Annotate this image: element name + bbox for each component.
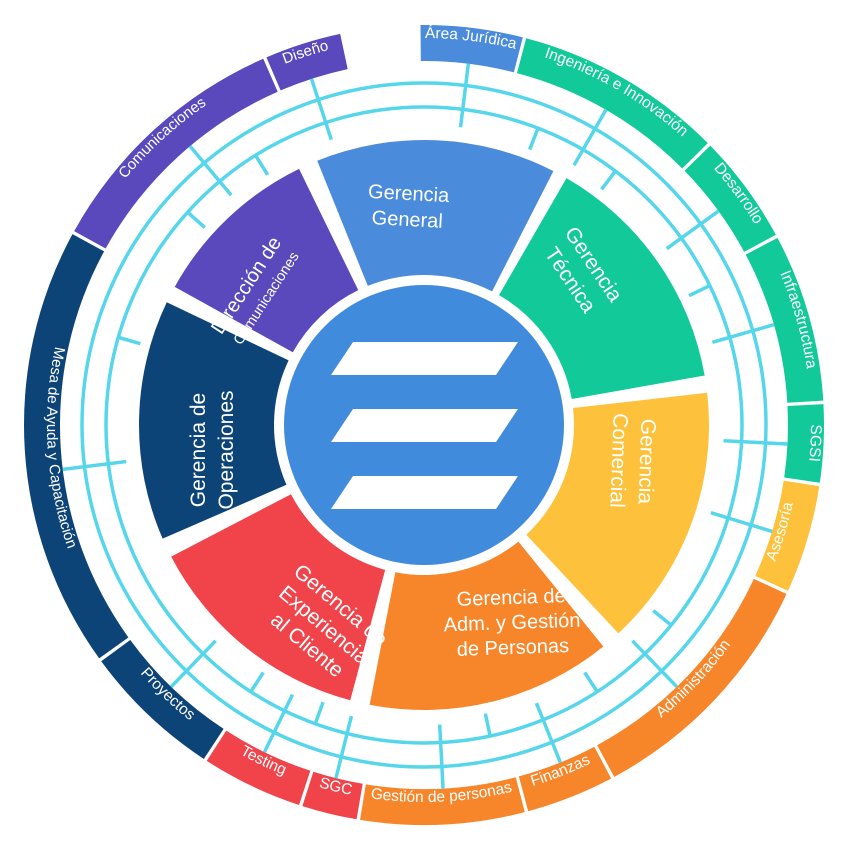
- connector-spoke: [169, 639, 217, 689]
- connector-spoke: [652, 609, 673, 627]
- connector-spoke: [534, 702, 562, 764]
- connector-spoke: [62, 459, 127, 472]
- connector-spoke: [334, 715, 354, 779]
- inner-segment-label: GerenciaGeneral: [366, 181, 450, 233]
- inner-segment-gerencia-experiencia: Gerencia deExperienciaal Cliente: [171, 494, 392, 701]
- outer-segment-shape: [755, 480, 820, 591]
- connector-lines: [62, 63, 788, 789]
- inner-segment-shape: [499, 178, 705, 399]
- outer-segment-shape: [266, 33, 348, 91]
- logo-bar-middle: [331, 409, 518, 442]
- inner-segment-direccion-comunicaciones: Dirección deComunicaciones: [174, 168, 359, 353]
- inner-segment-shape: [139, 302, 289, 539]
- logo-bar-bottom: [331, 476, 518, 509]
- connector-spoke: [711, 322, 775, 344]
- inner-segment-shape: [174, 168, 359, 353]
- outer-segment-area-juridica: Área Jurídica: [420, 25, 523, 73]
- connector-spoke: [188, 145, 233, 197]
- connector-spoke: [600, 169, 617, 191]
- connector-spoke: [313, 701, 325, 725]
- outer-segment-ingenieria-innovacion: Ingeniería e Innovación: [516, 38, 708, 169]
- outer-segment-sgsi: SGSI: [784, 404, 824, 483]
- inner-segment-gerencia-adm: Gerencia deAdm. y Gestiónde Personas: [369, 541, 604, 710]
- inner-segment-shape: [171, 494, 386, 701]
- outer-segment-shape: [516, 38, 708, 169]
- connector-spoke: [631, 639, 679, 689]
- inner-segment-shape: [526, 392, 709, 634]
- connector-spoke: [665, 209, 720, 251]
- outer-segment-shape: [518, 746, 612, 812]
- inner-segment-label: GerenciaComercial: [605, 413, 659, 509]
- outer-segment-shape: [302, 771, 363, 820]
- outer-segment-shape: [420, 25, 523, 73]
- inner-segment-label-line: Operaciones: [215, 390, 238, 509]
- outer-segment-sgc: SGC: [302, 771, 363, 820]
- outer-segment-label-text: Ingeniería e Innovación: [543, 45, 692, 140]
- outer-segment-desarrollo: Desarrollo: [684, 145, 776, 252]
- connector-spoke: [262, 693, 295, 753]
- inner-segment-label-line: Comercial: [605, 413, 631, 508]
- inner-segment-label: Gerencia deAdm. y Gestiónde Personas: [442, 585, 581, 662]
- outer-segment-label-text: SGSI: [805, 424, 824, 462]
- inner-segment-label-line: Gerencia de: [456, 585, 566, 611]
- inner-segment-label-line: Gerencia: [634, 418, 660, 504]
- connector-spoke: [723, 438, 788, 446]
- connector-spoke: [710, 511, 773, 534]
- inner-segment-shape: [317, 140, 554, 292]
- center-logo: [284, 285, 564, 565]
- outer-segment-shape: [597, 578, 787, 777]
- inner-segment-gerencia-comercial: GerenciaComercial: [526, 392, 709, 634]
- inner-segment-gerencia-tecnica: GerenciaTécnica: [499, 178, 705, 399]
- outer-segment-shape: [684, 145, 776, 252]
- inner-segment-label-line: Adm. y Gestión: [443, 610, 580, 637]
- outer-segment-shape: [23, 234, 129, 659]
- outer-segment-shape: [74, 58, 278, 249]
- connector-spoke: [572, 108, 608, 167]
- outer-segment-finanzas: Finanzas: [518, 746, 612, 812]
- connector-spoke: [483, 713, 492, 737]
- connector-spoke: [458, 63, 471, 128]
- outer-segment-label: SGSI: [805, 424, 824, 462]
- logo-bar-top: [331, 342, 518, 375]
- inner-segment-label-line: de Personas: [456, 635, 569, 661]
- inner-segment-shape: [369, 541, 604, 710]
- outer-segment-mesa-ayuda: Mesa de Ayuda y Capacitación: [23, 234, 129, 659]
- outer-segment-asesoria: Asesoría: [755, 480, 820, 591]
- outer-segment-shape: [101, 639, 224, 759]
- outer-segment-shape: [784, 404, 824, 483]
- connector-ring-outer: [80, 81, 768, 769]
- connector-spoke: [186, 210, 206, 229]
- connector-spoke: [309, 78, 333, 141]
- outer-segment-shape: [206, 730, 311, 805]
- connector-spoke: [117, 335, 141, 346]
- inner-ring: GerenciaGeneralGerenciaTécnicaGerenciaCo…: [139, 140, 709, 710]
- outer-segment-diseno: Diseño: [266, 33, 348, 91]
- connector-spoke: [437, 724, 445, 789]
- outer-ring: Área Jurídica Ingeniería e InnovaciónDesa…: [23, 25, 824, 825]
- stacked-parallelograms-logo: [331, 342, 518, 509]
- outer-segment-shape: [360, 777, 525, 825]
- connector-spoke: [254, 154, 270, 176]
- outer-segment-infraestructura: Infraestructura: [745, 237, 824, 403]
- inner-segment-label-line: Gerencia de: [187, 393, 210, 507]
- inner-segment-label-line: General: [371, 207, 443, 233]
- connector-spoke: [583, 671, 599, 693]
- connector-spoke: [688, 284, 711, 298]
- connector-spoke: [528, 127, 540, 151]
- inner-segment-label-line: Gerencia: [368, 181, 451, 207]
- connector-spoke: [249, 671, 265, 693]
- outer-segment-label: Ingeniería e Innovación: [543, 45, 692, 140]
- outer-segment-shape: [745, 237, 824, 403]
- connector-ring-inner: [104, 105, 744, 745]
- inner-segment-gerencia-general: GerenciaGeneral: [317, 140, 554, 292]
